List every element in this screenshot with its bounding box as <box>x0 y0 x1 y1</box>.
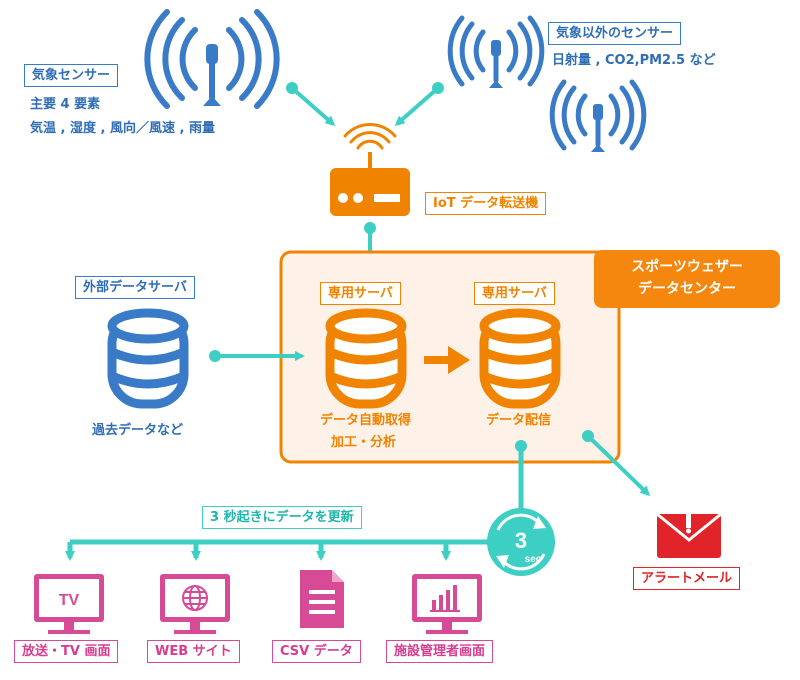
output-label-csv: CSV データ <box>272 640 361 663</box>
alert-mail-icon <box>656 512 722 558</box>
output-label-tv: 放送・TV 画面 <box>14 640 119 663</box>
server1-caption-line1: データ自動取得 <box>320 413 412 428</box>
iot-device-label: IoT データ転送機 <box>425 192 547 215</box>
datacenter-title-box: スポーツウェザー データセンター <box>594 250 780 308</box>
refresh-3sec-badge: 3 sec <box>487 508 555 576</box>
other-sensor-line1: 日射量 , CO2,PM2.5 など <box>552 53 716 68</box>
server2-label: 専用サーバ <box>474 282 555 305</box>
badge-unit: sec <box>525 554 542 565</box>
output-label-web: WEB サイト <box>147 640 240 663</box>
tv-screen-text: TV <box>59 592 80 609</box>
output-label-facility: 施設管理者画面 <box>386 640 494 663</box>
weather-sensor-antenna-icon <box>144 9 280 109</box>
external-to-server-arrow <box>209 350 305 362</box>
alert-mail-label: アラートメール <box>633 567 741 590</box>
datacenter-title-line2: データセンター <box>638 281 736 297</box>
server2-database-icon <box>479 308 561 409</box>
facility-monitor-icon <box>412 574 482 634</box>
datacenter-title-line1: スポーツウェザー <box>631 259 743 275</box>
update-interval-label: 3 秒起きにデータを更新 <box>202 506 362 529</box>
external-server-caption: 過去データなど <box>92 423 184 438</box>
weather-sensor-line1: 主要 4 要素 <box>30 97 101 112</box>
sensor-to-iot-arrows <box>286 82 444 126</box>
iot-router-icon <box>330 123 410 216</box>
server-to-server-arrow <box>424 346 470 374</box>
server1-label: 専用サーバ <box>320 282 401 305</box>
alert-arrow <box>582 430 651 497</box>
distribution-lines <box>65 440 527 561</box>
external-server-title: 外部データサーバ <box>75 276 195 299</box>
server1-database-icon <box>325 308 407 409</box>
other-sensor-antenna-icon-bottom <box>549 79 647 152</box>
server1-caption-line2: 加工・分析 <box>331 435 397 450</box>
other-sensor-title: 気象以外のセンサー <box>548 22 682 45</box>
server2-caption: データ配信 <box>486 413 552 428</box>
weather-sensor-title: 気象センサー <box>24 64 119 87</box>
tv-monitor-icon: TV <box>34 574 104 634</box>
weather-sensor-line2: 気温 , 湿度 , 風向／風速 , 雨量 <box>30 121 215 136</box>
csv-document-icon <box>300 570 344 628</box>
badge-number: 3 <box>515 528 527 553</box>
other-sensor-antenna-icon-top <box>447 15 545 88</box>
web-monitor-icon <box>160 574 230 634</box>
external-server-database-icon <box>107 308 189 409</box>
